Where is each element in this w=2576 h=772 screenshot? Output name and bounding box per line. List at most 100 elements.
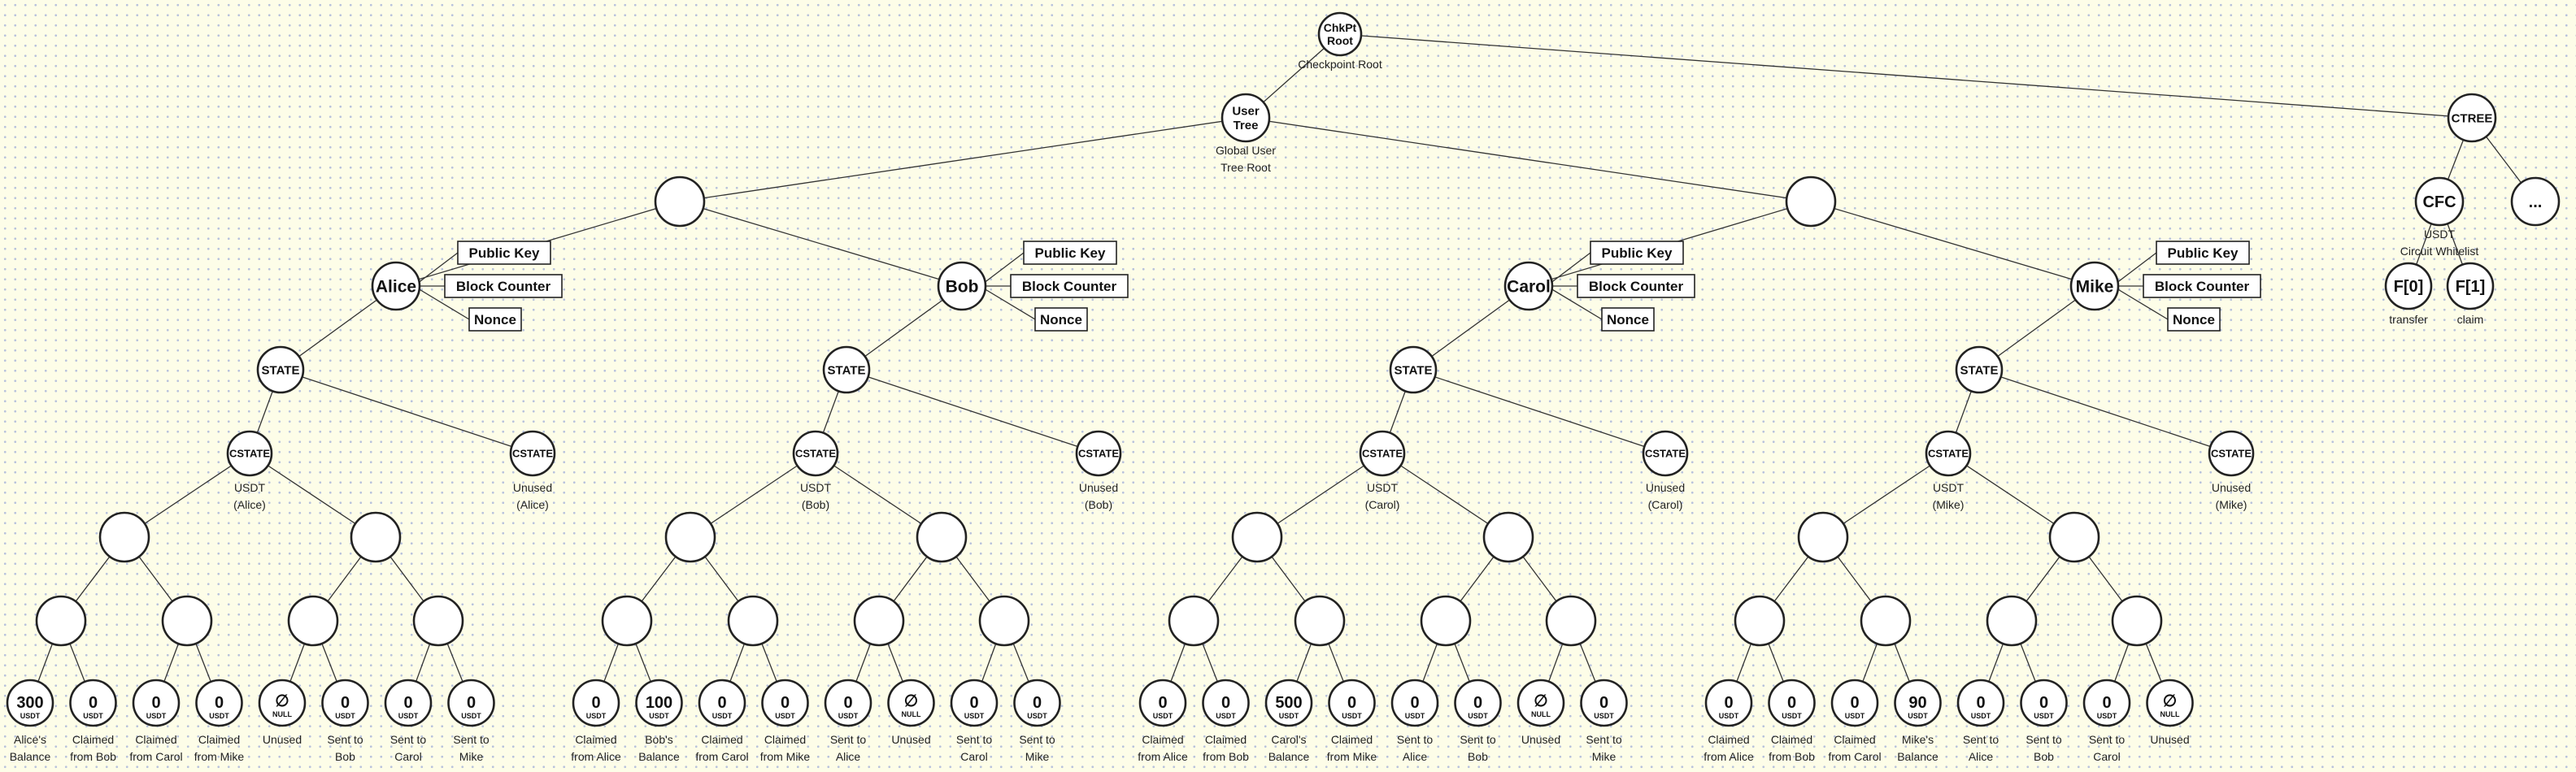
hash-node-level2 (287, 595, 339, 647)
user-tree-right-node-circle (1785, 176, 1837, 228)
hash-node-level2 (2111, 595, 2163, 647)
edge-user-attr (979, 252, 1025, 287)
leaf-caption: Sent to (453, 733, 490, 746)
leaf-caption: Carol (960, 750, 987, 763)
edge-user-attr (979, 285, 1036, 320)
hash-node-level2-circle (601, 595, 653, 647)
leaf-caption: Mike (459, 750, 484, 763)
balance-leaf-alice-5-circle (321, 679, 369, 727)
balance-leaf-carol-6: ∅NULL (1516, 679, 1565, 727)
ctree-node-label: CTREE (2452, 111, 2493, 125)
leaf-caption: Carol (394, 750, 421, 763)
leaf-caption: Bob (2034, 750, 2054, 763)
balance-leaf-mike-2-circle (1830, 679, 1879, 727)
hash-node-level2-circle (1986, 595, 2038, 647)
edge-to-user-bob (679, 201, 963, 287)
edge-user-attr (2112, 252, 2157, 287)
hash-node-level2 (853, 595, 905, 647)
leaf-value: 300 (16, 694, 43, 712)
cstate-unused-node-mike-label: CSTATE (2211, 448, 2252, 460)
usdt-sub-label: USDT (461, 712, 481, 720)
hash-node-level1 (98, 511, 150, 563)
usdt-sub-label: USDT (586, 712, 607, 720)
cstate-owner-caption: (Bob) (1085, 498, 1112, 511)
cstate-owner-caption: (Mike) (1933, 498, 1965, 511)
balance-leaf-bob-1-circle (635, 679, 683, 727)
cfc-node: CFC (2414, 176, 2465, 227)
hash-node-level2-circle (1294, 595, 1346, 647)
cstate-owner-caption: (Bob) (802, 498, 829, 511)
function-0-caption: transfer (2389, 313, 2428, 326)
hash-node-level2 (601, 595, 653, 647)
hash-node-level2-circle (853, 595, 905, 647)
leaf-caption: Sent to (830, 733, 867, 746)
leaf-value: 0 (151, 694, 160, 712)
leaf-caption: Balance (10, 750, 51, 763)
usdt-sub-label: USDT (964, 712, 985, 720)
leaf-caption: from Mike (194, 750, 245, 763)
balance-leaf-mike-4-circle (1956, 679, 2005, 727)
balance-leaf-bob-3-circle (761, 679, 809, 727)
leaf-caption: Unused (263, 733, 302, 746)
leaf-caption: Claimed (1708, 733, 1749, 746)
leaf-value: 0 (1724, 694, 1733, 712)
cstate-usdt-node-bob-circle (792, 430, 839, 477)
balance-leaf-carol-7-circle (1580, 679, 1628, 727)
leaf-caption: from Alice (1138, 750, 1188, 763)
leaf-caption: Carol (2093, 750, 2120, 763)
user-attr-block-counter-label: Block Counter (456, 279, 551, 294)
hash-node-level2 (35, 595, 87, 647)
usdt-sub-label: USDT (398, 712, 419, 720)
hash-node-level1-circle (1482, 511, 1534, 563)
balance-leaf-alice-1-circle (69, 679, 117, 727)
cstate-unused-node-bob-circle (1075, 430, 1122, 477)
hash-node-level1-circle (664, 511, 716, 563)
leaf-caption: Sent to (2089, 733, 2126, 746)
cstate-usdt-node-carol-circle (1359, 430, 1406, 477)
hash-node-level2 (727, 595, 779, 647)
usdt-sub-label: USDT (1279, 712, 1299, 720)
state-node-mike: STATE (1955, 345, 2004, 394)
cstate-usdt-node-mike: CSTATE (1925, 430, 1972, 477)
leaf-caption: Claimed (1834, 733, 1875, 746)
cfc-node-label: CFC (2422, 193, 2456, 211)
usdt-sub-label: USDT (1719, 712, 1739, 720)
usdt-sub-label: USDT (1342, 712, 1362, 720)
cstate-unused-node-carol: CSTATE (1642, 430, 1689, 477)
null-glyph: ∅ (904, 692, 918, 710)
cstate-unused-caption: Unused (513, 481, 552, 494)
function-1-node: F[1] (2446, 262, 2495, 310)
user-attr-block-counter-label: Block Counter (2155, 279, 2250, 294)
user-attr-nonce-rect (1601, 307, 1655, 332)
leaf-caption: Unused (1521, 733, 1560, 746)
balance-leaf-bob-5: ∅NULL (887, 679, 935, 727)
hash-node-level2 (1545, 595, 1597, 647)
balance-leaf-bob-2-circle (698, 679, 746, 727)
leaf-caption: Balance (1268, 750, 1310, 763)
leaf-caption: from Carol (1828, 750, 1881, 763)
hash-node-level1 (1797, 511, 1849, 563)
balance-leaf-carol-1-circle (1202, 679, 1250, 727)
leaf-caption: Alice (1403, 750, 1428, 763)
leaf-value: 100 (646, 694, 672, 712)
usdt-sub-label: USDT (209, 712, 229, 720)
user-attr-nonce: Nonce (1601, 307, 1655, 332)
user-attr-nonce-label: Nonce (474, 312, 516, 327)
user-node-carol: Carol (1503, 261, 1554, 311)
leaf-value: 90 (1908, 694, 1926, 712)
user-attr-public-key: Public Key (2156, 241, 2250, 265)
hash-node-level2-circle (1168, 595, 1220, 647)
cstate-owner-caption: (Mike) (2216, 498, 2247, 511)
hash-node-level2-circle (1420, 595, 1472, 647)
hash-node-level2 (1168, 595, 1220, 647)
state-node-carol: STATE (1389, 345, 1438, 394)
cstate-unused-caption: Unused (1646, 481, 1685, 494)
balance-leaf-bob-7-circle (1013, 679, 1061, 727)
leaf-caption: from Alice (571, 750, 621, 763)
